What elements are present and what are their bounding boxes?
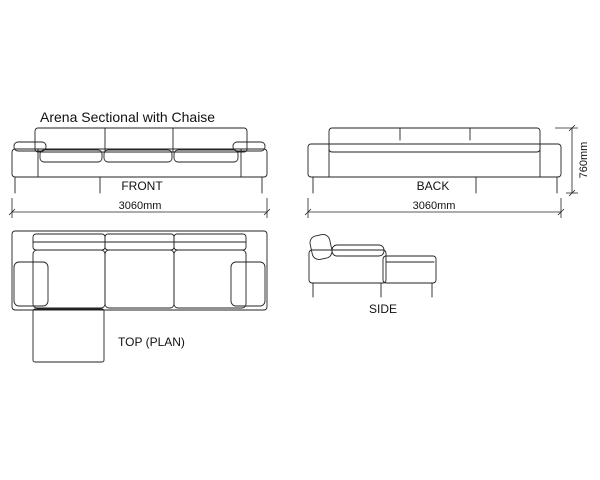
back-backrest: [328, 127, 541, 153]
back-height-dimension: [555, 124, 578, 197]
top-view-label: TOP (PLAN): [118, 335, 185, 349]
side-view-label: SIDE: [369, 302, 397, 316]
front-armrest-pillow-right: [232, 141, 266, 152]
back-width-dimension-text: 3060mm: [413, 200, 456, 212]
front-view-label: FRONT: [121, 179, 163, 193]
back-base: [307, 143, 562, 178]
front-width-dimension: [8, 198, 271, 218]
side-seat-body: [308, 249, 387, 284]
front-seat-cushion-middle: [103, 149, 173, 163]
top-seat-cushion-middle: [104, 249, 175, 309]
side-view: [308, 234, 437, 298]
front-base: [11, 148, 268, 178]
back-view-label: BACK: [417, 179, 450, 193]
front-seat-cushion-right: [173, 149, 239, 163]
top-arm-pad-right: [230, 261, 266, 307]
side-seat-cushion: [331, 244, 385, 257]
front-seat-cushion-left: [39, 149, 103, 163]
back-width-dimension: [304, 198, 565, 218]
front-armrest-pillow-left: [13, 141, 47, 152]
front-width-dimension-text: 3060mm: [119, 200, 162, 212]
top-arm-pad-left: [13, 261, 49, 307]
top-plan-view: [11, 230, 268, 363]
side-chaise: [382, 255, 437, 284]
top-chaise: [32, 308, 105, 363]
front-view: [11, 127, 268, 194]
drawing-title: Arena Sectional with Chaise: [40, 109, 215, 125]
top-seat-cushion-left: [32, 249, 106, 309]
top-body: [11, 230, 268, 311]
back-height-dimension-text: 760mm: [578, 142, 590, 179]
side-back-cushion: [309, 234, 333, 260]
back-view: [307, 127, 562, 194]
top-seat-cushion-right: [173, 249, 247, 309]
front-backrest: [34, 127, 248, 153]
